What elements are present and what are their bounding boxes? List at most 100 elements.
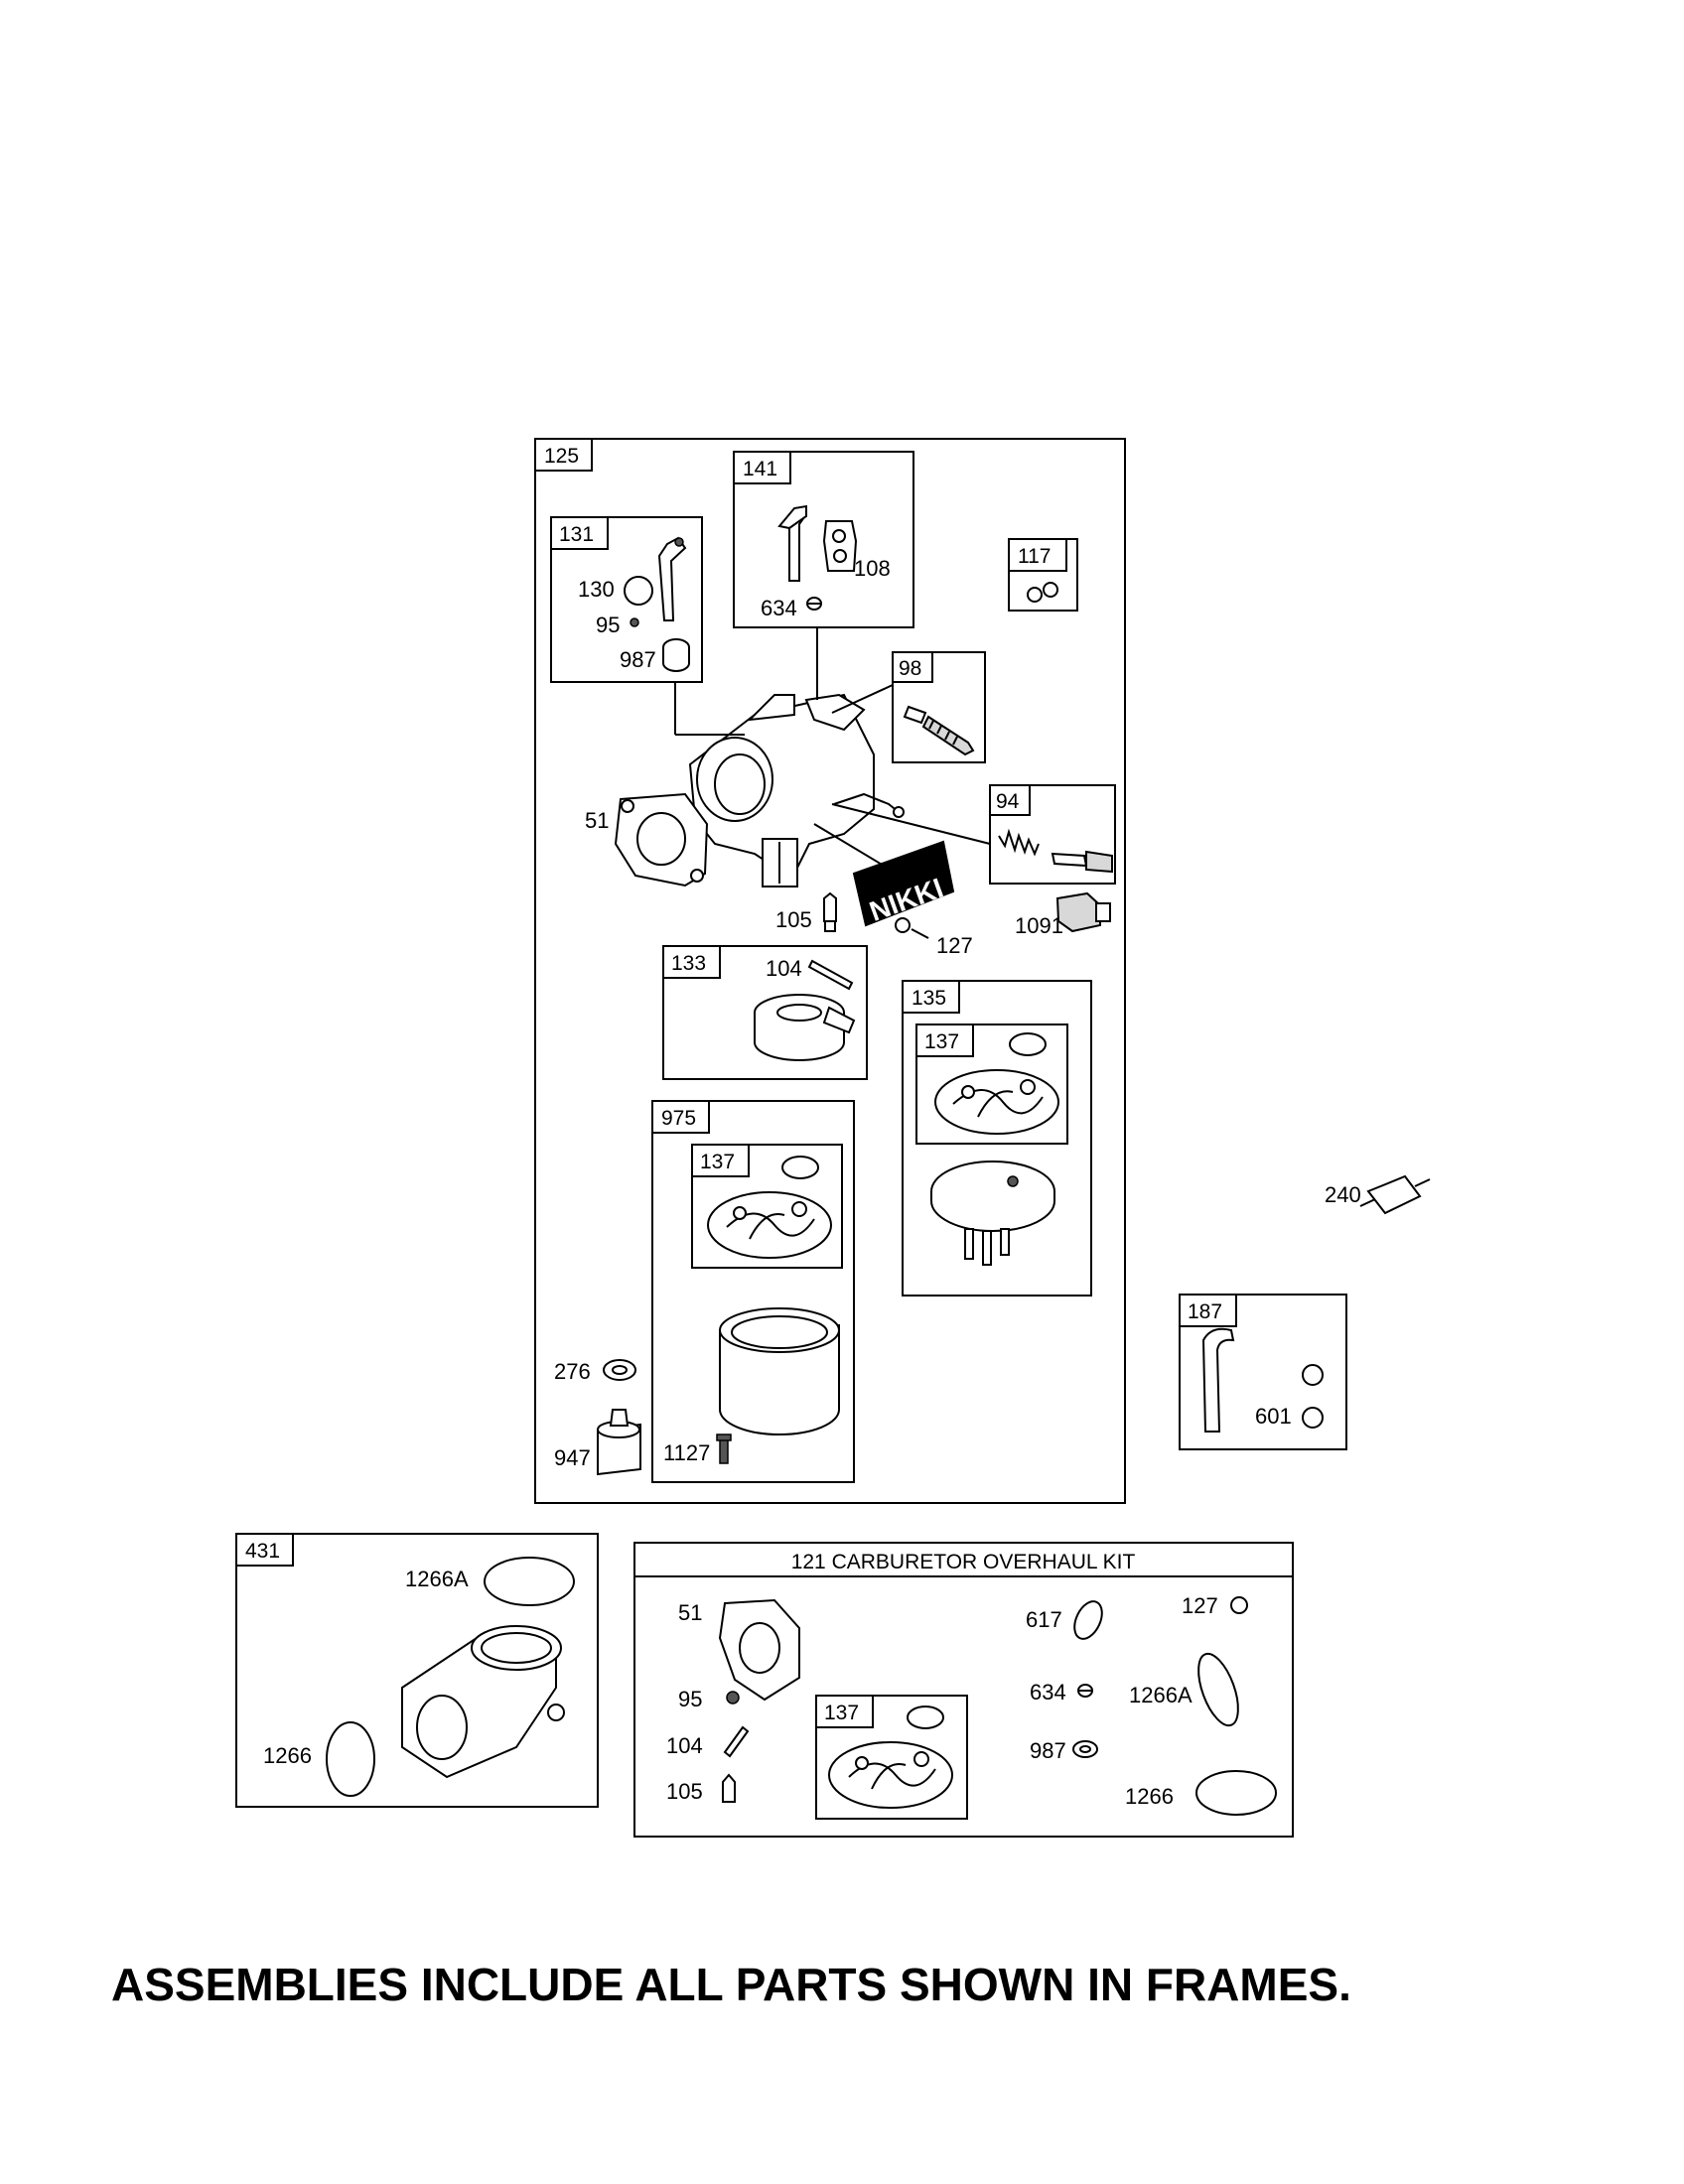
label-240: 240 [1325, 1182, 1361, 1207]
gasket-137a-part [934, 1069, 1059, 1135]
frame-135-label: 135 [912, 987, 946, 1010]
frame-98: 98 [892, 651, 986, 763]
oring-137a-part [1009, 1032, 1047, 1056]
frame-187: 187 601 [1179, 1294, 1347, 1450]
kit-label-634: 634 [1030, 1680, 1066, 1705]
frame-94: 94 [989, 784, 1116, 885]
intake-elbow-431-part [401, 1625, 565, 1779]
gasket-108-part [822, 520, 858, 572]
kit-screw-634-part [1077, 1684, 1093, 1698]
washer-127-part [895, 917, 911, 933]
frame-137c-label: 137 [824, 1702, 859, 1724]
frame-133-label: 133 [671, 952, 706, 975]
kit-screw-95-part [726, 1691, 740, 1705]
label-108: 108 [854, 556, 891, 581]
oring-1266A-part [484, 1557, 575, 1606]
kit-label-105: 105 [666, 1779, 703, 1804]
label-1127: 1127 [663, 1440, 710, 1465]
solenoid-947-part [597, 1409, 641, 1476]
frame-431-label: 431 [245, 1540, 280, 1563]
frame-135: 135 137 [902, 980, 1092, 1297]
seal-987-part [662, 638, 690, 672]
frame-975: 975 137 1127 [651, 1100, 855, 1483]
fuel-line-187-part [1201, 1327, 1235, 1433]
clamp-601a-part [1302, 1364, 1324, 1386]
choke-shaft-part [777, 504, 808, 582]
frame-125-label: 125 [544, 445, 579, 468]
label-1266A: 1266A [405, 1567, 469, 1591]
kit-label-1266A: 1266A [1129, 1683, 1193, 1707]
kit-title: 121 CARBURETOR OVERHAUL KIT [791, 1551, 1136, 1573]
kit-label-95: 95 [678, 1687, 702, 1711]
frame-141: 141 108 634 [733, 451, 914, 628]
frame-98-label: 98 [899, 657, 921, 680]
frame-975-label: 975 [661, 1107, 696, 1130]
frame-133: 133 104 [662, 945, 868, 1080]
label-51: 51 [585, 808, 609, 833]
label-1091: 1091 [1015, 913, 1063, 938]
kit-needle-105-part [722, 1773, 736, 1803]
kit-label-617: 617 [1026, 1607, 1062, 1632]
kit-seal-987-part [1072, 1740, 1098, 1758]
kit-label-987: 987 [1030, 1738, 1066, 1763]
screw-634-part [806, 597, 822, 611]
kit-label-127: 127 [1182, 1593, 1218, 1618]
frame-137a-label: 137 [924, 1030, 959, 1053]
mixture-screw-94-part [1051, 850, 1113, 874]
frame-117-label: 117 [1018, 545, 1051, 568]
needle-105-part [823, 891, 837, 932]
frame-131: 131 130 95 987 [550, 516, 703, 683]
label-947: 947 [554, 1445, 591, 1470]
label-601: 601 [1255, 1404, 1292, 1429]
label-127: 127 [936, 933, 973, 958]
bowl-screw-1127-part [716, 1433, 732, 1464]
throttle-shaft-part [657, 536, 687, 621]
kit-pin-104-part [723, 1725, 750, 1758]
label-95: 95 [596, 613, 620, 637]
label-105: 105 [775, 907, 812, 932]
frame-121-kit: 121 CARBURETOR OVERHAUL KIT 51 95 104 10… [633, 1542, 1294, 1838]
kit-label-51: 51 [678, 1600, 702, 1625]
kit-oring-1266-part [1195, 1770, 1277, 1816]
frame-125: 125 [534, 438, 1126, 1504]
pin-104-part [807, 959, 854, 991]
oring-1266-part [326, 1721, 375, 1797]
frame-117: 117 [1008, 538, 1078, 612]
label-276: 276 [554, 1359, 591, 1384]
idle-screw-98-part [903, 705, 975, 756]
gasket-137b-part [707, 1191, 832, 1259]
label-104: 104 [766, 956, 802, 981]
kit-gasket-51-part [718, 1598, 800, 1702]
carburetor-body-part [688, 693, 905, 887]
screw-117b-part [1043, 582, 1058, 598]
kit-oring-1266A-part [1197, 1652, 1239, 1727]
assemblies-note: ASSEMBLIES INCLUDE ALL PARTS SHOWN IN FR… [111, 1959, 1351, 2010]
screw-117a-part [1027, 587, 1043, 603]
float-bowl-975-part [719, 1307, 840, 1435]
oring-137b-part [781, 1156, 819, 1179]
solenoid-1091-part [1055, 891, 1111, 933]
kit-oring-137-part [907, 1706, 944, 1729]
float-133-part [754, 994, 856, 1061]
kit-gasket-137-part [828, 1741, 953, 1809]
nikki-plate: NIKKI [852, 840, 955, 927]
label-634: 634 [761, 596, 797, 620]
kit-oring-617-part [1073, 1600, 1103, 1640]
label-987: 987 [620, 647, 656, 672]
spring-94-part [998, 828, 1040, 857]
frame-131-label: 131 [559, 523, 594, 546]
frame-137b-label: 137 [700, 1151, 735, 1173]
gasket-51-part [614, 792, 709, 887]
kit-washer-127-part [1230, 1596, 1248, 1614]
kit-label-104: 104 [666, 1733, 703, 1758]
label-1266: 1266 [263, 1743, 312, 1768]
clamp-601b-part [1302, 1407, 1324, 1429]
label-130: 130 [578, 577, 615, 602]
frame-94-label: 94 [996, 790, 1020, 813]
frame-431: 431 1266A 1266 [235, 1533, 599, 1808]
fuel-filter-240-part [1359, 1174, 1431, 1215]
frame-141-label: 141 [743, 458, 777, 480]
screw-95-part [630, 617, 639, 627]
kit-label-1266: 1266 [1125, 1784, 1174, 1809]
